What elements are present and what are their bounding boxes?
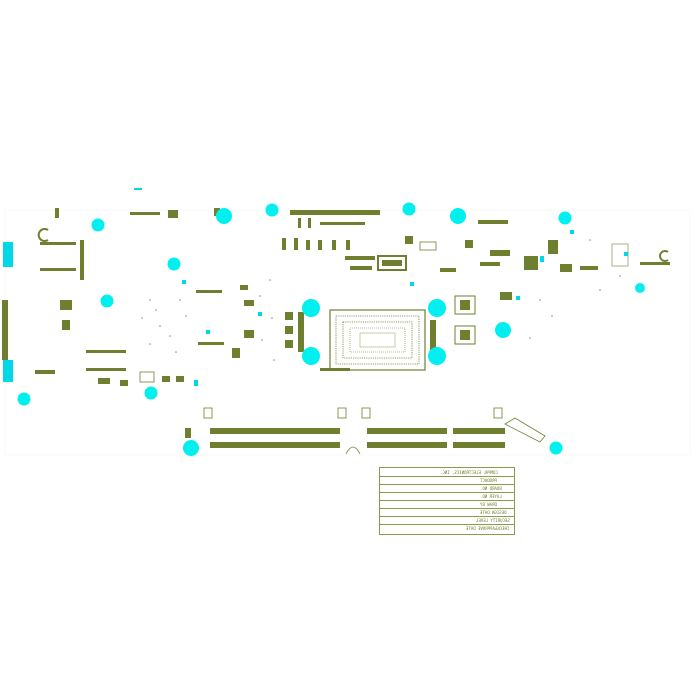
title-block-label: PRODUCT bbox=[480, 478, 497, 483]
title-block: COMPAL ELECTRONICS, INC. PRODUCT BOARD N… bbox=[379, 467, 515, 535]
title-block-rule bbox=[380, 492, 514, 493]
title-block-label: DESIGN DATE bbox=[480, 510, 507, 515]
mounting-holes bbox=[17, 202, 645, 456]
dimm-connector-row-lower bbox=[210, 442, 505, 448]
dimm-latch-outlines bbox=[203, 407, 546, 455]
title-block-rule bbox=[380, 516, 514, 517]
title-block-label: LAYER NO. bbox=[480, 494, 502, 499]
smd-component-clusters bbox=[55, 208, 598, 438]
title-block-label: SECURITY LEVEL bbox=[476, 518, 510, 523]
right-io-area bbox=[611, 243, 670, 267]
cyan-test-pads bbox=[134, 188, 628, 386]
title-block-rule bbox=[380, 484, 514, 485]
title-block-rule bbox=[380, 508, 514, 509]
cpu-bga-footprint bbox=[329, 309, 426, 371]
left-io-connectors bbox=[2, 228, 126, 382]
top-fpc-connector bbox=[130, 210, 508, 224]
title-block-rule bbox=[380, 524, 514, 525]
title-block-company: COMPAL ELECTRONICS, INC. bbox=[440, 470, 498, 475]
title-block-label: BOARD NO. bbox=[480, 486, 502, 491]
title-block-label: DRAW BY bbox=[480, 502, 497, 507]
title-block-label: CHECK&APPROVE DATE bbox=[466, 526, 510, 531]
title-block-rule bbox=[380, 476, 514, 477]
via-field bbox=[141, 239, 621, 361]
title-block-rule bbox=[380, 500, 514, 501]
dimm-connector-row-upper bbox=[210, 428, 505, 434]
